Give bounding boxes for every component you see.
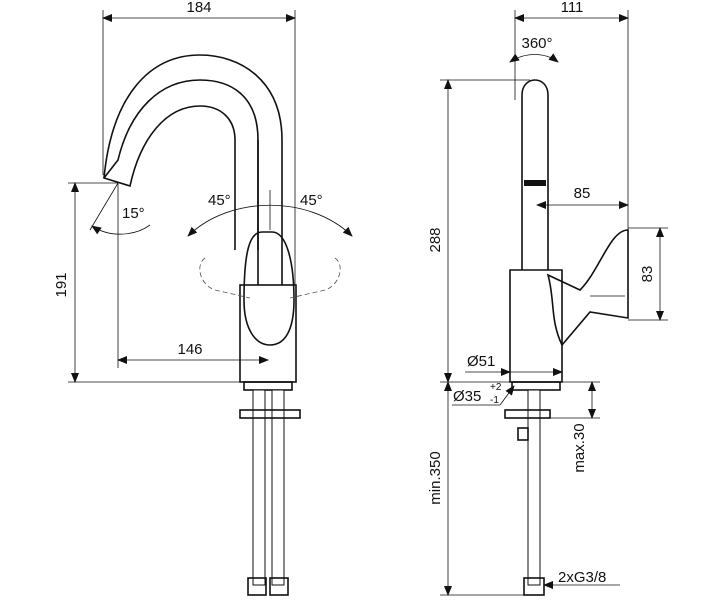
hole-tolerance-lower: -1 [490,395,499,406]
hose-left [252,389,266,586]
width-dimension: 184 [186,0,211,16]
connection-thread-label: 2xG3/8 [558,569,606,586]
base-diameter-label: Ø51 [467,353,495,370]
hole-tolerance-upper: +2 [490,382,502,393]
hose-length-label: min.350 [427,451,444,504]
side-nut [504,409,551,419]
lever-handle [243,231,295,346]
hose-right [271,389,285,586]
front-view: 184 191 146 15° 45° 45° [53,0,353,596]
side-base [509,269,563,383]
lever-right-angle-label: 45° [300,192,323,209]
side-hose [527,389,541,586]
spout-reach-dimension: 146 [177,341,202,358]
lever-left-position [199,257,251,299]
connector-left [247,577,267,596]
fixing-nut [239,409,301,419]
max-deck-thickness-label: max.30 [571,423,588,472]
side-lever [546,229,629,347]
spout [102,79,259,250]
spout-angle-label: 15° [122,205,145,222]
depth-dimension: 111 [561,0,584,16]
lever-reach-dimension: 85 [574,185,591,202]
connector-right [269,577,289,596]
side-spout [521,79,549,270]
height-dimension: 288 [427,227,444,252]
rotation-label: 360° [521,35,552,52]
spout-outline [103,54,283,285]
side-flange [511,381,561,391]
lever-right-position [289,257,341,299]
mounting-flange [243,381,293,391]
spout-height-dimension: 191 [53,272,70,297]
side-view: 111 360° 288 85 83 Ø51 Ø35 +2 -1 max.30 [427,0,668,596]
lever-left-angle-label: 45° [208,192,231,209]
lever-height-dimension: 83 [639,266,656,283]
aerator [524,180,546,186]
hole-diameter-label: Ø35 [453,388,481,405]
